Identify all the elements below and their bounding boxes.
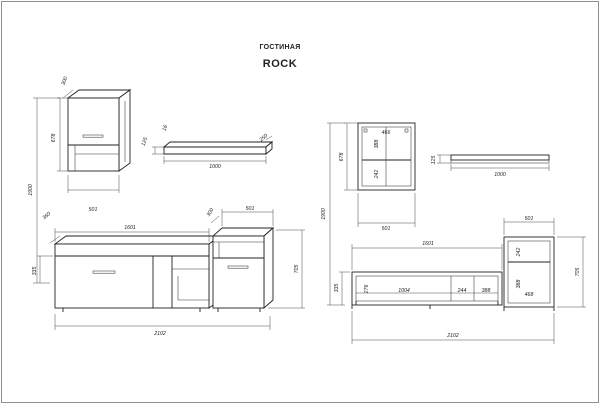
fr-wall-bot-label: 242	[374, 170, 380, 180]
iso-wall-depth-label: 300	[61, 76, 70, 86]
tall-cabinet-handle	[227, 265, 249, 269]
fr-cab-height-label: 705	[575, 268, 581, 277]
front-total-width-dim: 2102	[351, 311, 555, 344]
fr-wall-width-label: 501	[382, 226, 391, 232]
fr-wall-top-label: 466	[382, 130, 391, 136]
iso-tv-depth-label: 360	[42, 211, 53, 221]
fr-cab-upper-label: 242	[516, 248, 522, 258]
iso-shelf-depth-label: 250	[258, 133, 269, 144]
iso-tall-cabinet: 300 501 705	[206, 206, 305, 312]
front-wall-shelf: 125 1000	[431, 154, 550, 178]
fr-cab-width-label: 501	[525, 216, 534, 222]
front-tall-cabinet: 242 388 468 501 705	[503, 216, 586, 311]
iso-cab-height-label: 705	[294, 265, 300, 274]
tv-unit-handle	[92, 270, 116, 274]
fr-total-width-label: 2102	[446, 333, 459, 339]
iso-wall-cabinet-dims: 300 678 501	[51, 76, 120, 213]
fr-total-height-label: 1900	[321, 208, 327, 220]
iso-cab-depth-label: 300	[206, 207, 216, 218]
wall-cabinet-handle	[82, 134, 104, 138]
fr-wall-mid-label: 388	[374, 140, 380, 149]
iso-cab-width-label: 501	[246, 206, 255, 212]
sheet-title: ROCK	[263, 58, 297, 70]
fr-tv-height-label: 335	[334, 284, 340, 293]
front-tv-unit: 276 1004 244 388 1601 335	[334, 241, 503, 309]
fr-cab-lower-label: 388	[516, 280, 522, 289]
iso-shelf-height-label: 125	[141, 137, 150, 147]
iso-total-height-label: 1900	[28, 184, 34, 196]
iso-shelf-width-label: 1000	[209, 164, 221, 170]
iso-tv-unit: 360 1601 335	[32, 211, 222, 312]
sheet-subtitle: ГОСТИНАЯ	[259, 44, 300, 51]
front-view: 466 388 242 678 501 1900	[321, 122, 586, 344]
iso-wall-width-label: 501	[89, 207, 98, 213]
iso-shelf-small-label: 16	[162, 124, 170, 132]
fr-cab-small-label: 468	[525, 292, 534, 298]
iso-tv-height-label: 335	[32, 267, 38, 276]
iso-wall-height-label: 678	[51, 134, 57, 143]
front-total-height-dim: 1900	[321, 122, 345, 306]
fr-tv-seg2-label: 244	[457, 288, 467, 294]
fr-tv-inner-height-label: 276	[364, 285, 370, 295]
fr-tv-seg3-label: 388	[482, 288, 491, 294]
front-wall-cabinet: 466 388 242 678 501	[339, 122, 416, 232]
iso-wall-cabinet	[66, 89, 132, 172]
iso-tv-width-label: 1601	[124, 225, 136, 231]
iso-total-height-dim: 1900	[28, 97, 60, 284]
fr-tv-seg1-label: 1004	[398, 288, 410, 294]
fr-shelf-width-label: 1000	[494, 172, 506, 178]
fr-wall-height-label: 678	[339, 153, 345, 162]
iso-total-width-dim: 2102	[54, 314, 271, 337]
isometric-view: 300 678 501 1900 125 16 250 1000	[28, 76, 305, 337]
fr-shelf-height-label: 125	[431, 156, 437, 165]
fr-tv-width-label: 1601	[422, 241, 434, 247]
iso-total-width-label: 2102	[153, 331, 166, 337]
iso-wall-shelf: 125 16 250 1000	[141, 124, 274, 170]
